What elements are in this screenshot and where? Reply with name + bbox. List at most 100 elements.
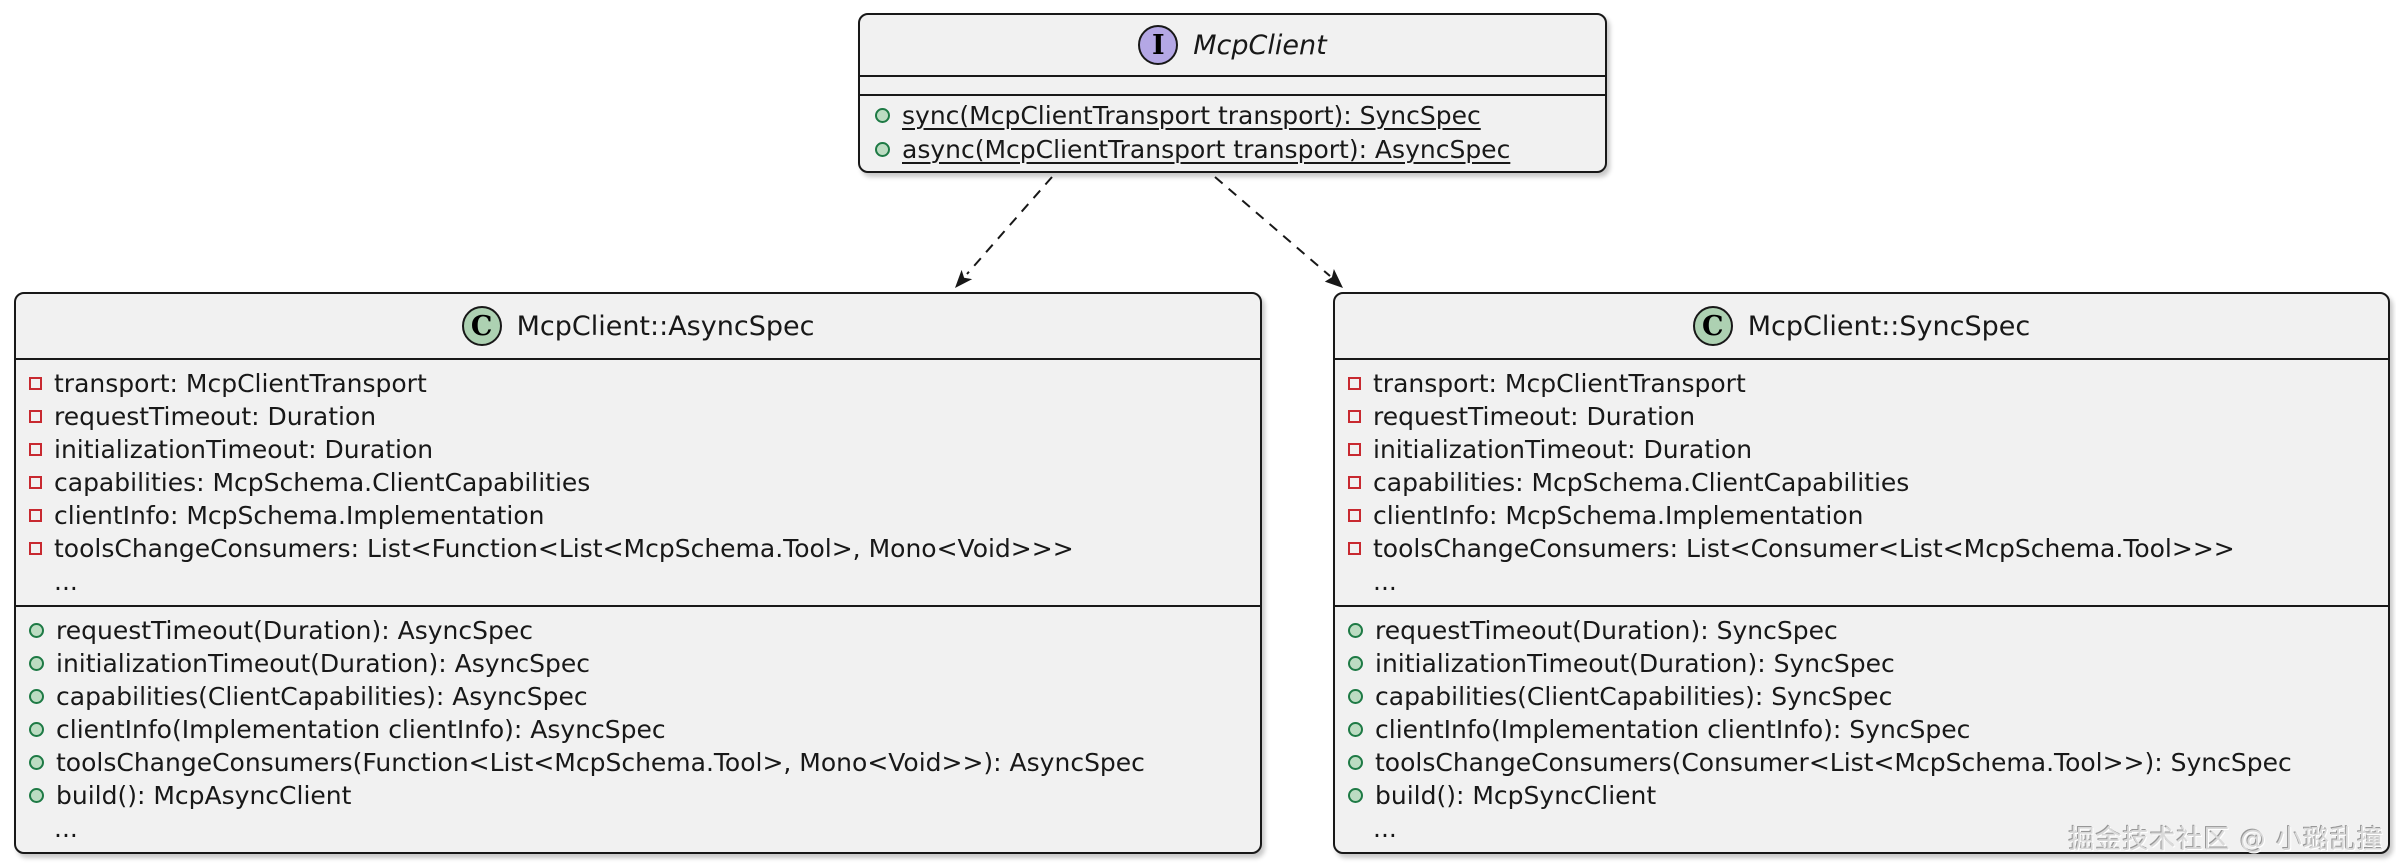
public-method-icon bbox=[1348, 788, 1363, 803]
private-field-icon bbox=[29, 476, 42, 489]
private-field-icon bbox=[29, 542, 42, 555]
field-row: requestTimeout: Duration bbox=[16, 400, 1260, 433]
interface-title: McpClient bbox=[1193, 29, 1327, 61]
field-label: requestTimeout: Duration bbox=[54, 402, 377, 431]
class-icon: C bbox=[461, 306, 502, 346]
public-method-icon bbox=[1348, 722, 1363, 737]
field-row: initializationTimeout: Duration bbox=[1335, 433, 2388, 466]
private-field-icon bbox=[1348, 542, 1361, 555]
interface-methods-compartment: sync(McpClientTransport transport): Sync… bbox=[860, 96, 1605, 171]
private-field-icon bbox=[29, 377, 42, 390]
field-row: toolsChangeConsumers: List<Consumer<List… bbox=[1335, 532, 2388, 565]
method-row: capabilities(ClientCapabilities): SyncSp… bbox=[1335, 680, 2388, 713]
syncspec-methods-compartment: requestTimeout(Duration): SyncSpec initi… bbox=[1335, 607, 2388, 852]
field-row: requestTimeout: Duration bbox=[1335, 400, 2388, 433]
public-method-icon bbox=[875, 141, 890, 157]
field-row: clientInfo: McpSchema.Implementation bbox=[16, 499, 1260, 532]
method-label: async(McpClientTransport transport): Asy… bbox=[902, 134, 1511, 164]
field-label: initializationTimeout: Duration bbox=[1373, 435, 1753, 464]
method-label: build(): McpAsyncClient bbox=[56, 781, 352, 810]
ellipsis-label: ... bbox=[1373, 566, 1397, 596]
private-field-icon bbox=[29, 509, 42, 522]
field-label: transport: McpClientTransport bbox=[54, 369, 427, 398]
private-field-icon bbox=[1348, 377, 1361, 390]
field-label: clientInfo: McpSchema.Implementation bbox=[1373, 501, 1864, 530]
ellipsis-label: ... bbox=[54, 813, 78, 843]
syncspec-fields-compartment: transport: McpClientTransport requestTim… bbox=[1335, 360, 2388, 607]
public-method-icon bbox=[29, 623, 44, 638]
method-row: clientInfo(Implementation clientInfo): S… bbox=[1335, 713, 2388, 746]
class-icon: C bbox=[1692, 306, 1733, 346]
field-row: toolsChangeConsumers: List<Function<List… bbox=[16, 532, 1260, 565]
asyncspec-header: C McpClient::AsyncSpec bbox=[16, 294, 1260, 360]
method-label: clientInfo(Implementation clientInfo): A… bbox=[56, 715, 666, 744]
field-label: initializationTimeout: Duration bbox=[54, 435, 434, 464]
method-row: build(): McpAsyncClient bbox=[16, 779, 1260, 812]
method-label: initializationTimeout(Duration): SyncSpe… bbox=[1375, 649, 1895, 678]
method-label: toolsChangeConsumers(Consumer<List<McpSc… bbox=[1375, 748, 2292, 777]
field-label: capabilities: McpSchema.ClientCapabiliti… bbox=[54, 468, 591, 497]
ellipsis-row: ... bbox=[16, 565, 1260, 597]
interface-fields-compartment bbox=[860, 77, 1605, 96]
field-label: toolsChangeConsumers: List<Function<List… bbox=[54, 534, 1074, 563]
private-field-icon bbox=[1348, 476, 1361, 489]
class-syncspec-box: C McpClient::SyncSpec transport: McpClie… bbox=[1333, 292, 2390, 854]
method-label: initializationTimeout(Duration): AsyncSp… bbox=[56, 649, 590, 678]
method-row: clientInfo(Implementation clientInfo): A… bbox=[16, 713, 1260, 746]
private-field-icon bbox=[1348, 509, 1361, 522]
method-label: sync(McpClientTransport transport): Sync… bbox=[902, 100, 1481, 130]
field-label: clientInfo: McpSchema.Implementation bbox=[54, 501, 545, 530]
interface-header: I McpClient bbox=[860, 15, 1605, 77]
method-row: requestTimeout(Duration): SyncSpec bbox=[1335, 614, 2388, 647]
field-label: toolsChangeConsumers: List<Consumer<List… bbox=[1373, 534, 2235, 563]
asyncspec-title: McpClient::AsyncSpec bbox=[516, 310, 815, 342]
field-label: requestTimeout: Duration bbox=[1373, 402, 1696, 431]
method-row: initializationTimeout(Duration): AsyncSp… bbox=[16, 647, 1260, 680]
private-field-icon bbox=[29, 410, 42, 423]
ellipsis-row: ... bbox=[1335, 812, 2388, 844]
field-row: clientInfo: McpSchema.Implementation bbox=[1335, 499, 2388, 532]
field-row: transport: McpClientTransport bbox=[16, 367, 1260, 400]
method-row: build(): McpSyncClient bbox=[1335, 779, 2388, 812]
private-field-icon bbox=[1348, 410, 1361, 423]
dependency-arrow-to-syncspec bbox=[1214, 176, 1343, 288]
public-method-icon bbox=[1348, 689, 1363, 704]
syncspec-header: C McpClient::SyncSpec bbox=[1335, 294, 2388, 360]
field-row: initializationTimeout: Duration bbox=[16, 433, 1260, 466]
method-row-async: async(McpClientTransport transport): Asy… bbox=[860, 132, 1605, 166]
method-row: toolsChangeConsumers(Consumer<List<McpSc… bbox=[1335, 746, 2388, 779]
public-method-icon bbox=[29, 689, 44, 704]
public-method-icon bbox=[29, 755, 44, 770]
method-row: requestTimeout(Duration): AsyncSpec bbox=[16, 614, 1260, 647]
syncspec-title: McpClient::SyncSpec bbox=[1747, 310, 2031, 342]
ellipsis-row: ... bbox=[1335, 565, 2388, 597]
public-method-icon bbox=[1348, 623, 1363, 638]
method-label: requestTimeout(Duration): AsyncSpec bbox=[56, 616, 533, 645]
field-row: capabilities: McpSchema.ClientCapabiliti… bbox=[16, 466, 1260, 499]
public-method-icon bbox=[29, 722, 44, 737]
method-label: requestTimeout(Duration): SyncSpec bbox=[1375, 616, 1838, 645]
asyncspec-fields-compartment: transport: McpClientTransport requestTim… bbox=[16, 360, 1260, 607]
method-label: capabilities(ClientCapabilities): AsyncS… bbox=[56, 682, 588, 711]
public-method-icon bbox=[1348, 656, 1363, 671]
class-asyncspec-box: C McpClient::AsyncSpec transport: McpCli… bbox=[14, 292, 1262, 854]
asyncspec-methods-compartment: requestTimeout(Duration): AsyncSpec init… bbox=[16, 607, 1260, 852]
field-label: capabilities: McpSchema.ClientCapabiliti… bbox=[1373, 468, 1910, 497]
private-field-icon bbox=[1348, 443, 1361, 456]
method-row: initializationTimeout(Duration): SyncSpe… bbox=[1335, 647, 2388, 680]
field-label: transport: McpClientTransport bbox=[1373, 369, 1746, 398]
field-row: capabilities: McpSchema.ClientCapabiliti… bbox=[1335, 466, 2388, 499]
method-label: capabilities(ClientCapabilities): SyncSp… bbox=[1375, 682, 1893, 711]
method-label: build(): McpSyncClient bbox=[1375, 781, 1657, 810]
ellipsis-row: ... bbox=[16, 812, 1260, 844]
method-label: clientInfo(Implementation clientInfo): S… bbox=[1375, 715, 1971, 744]
ellipsis-label: ... bbox=[1373, 813, 1397, 843]
public-method-icon bbox=[875, 107, 890, 123]
method-label: toolsChangeConsumers(Function<List<McpSc… bbox=[56, 748, 1145, 777]
watermark: 掘金技术社区 @ 小璐乱撞 bbox=[2068, 825, 2384, 855]
field-row: transport: McpClientTransport bbox=[1335, 367, 2388, 400]
public-method-icon bbox=[1348, 755, 1363, 770]
method-row-sync: sync(McpClientTransport transport): Sync… bbox=[860, 98, 1605, 132]
ellipsis-label: ... bbox=[54, 566, 78, 596]
